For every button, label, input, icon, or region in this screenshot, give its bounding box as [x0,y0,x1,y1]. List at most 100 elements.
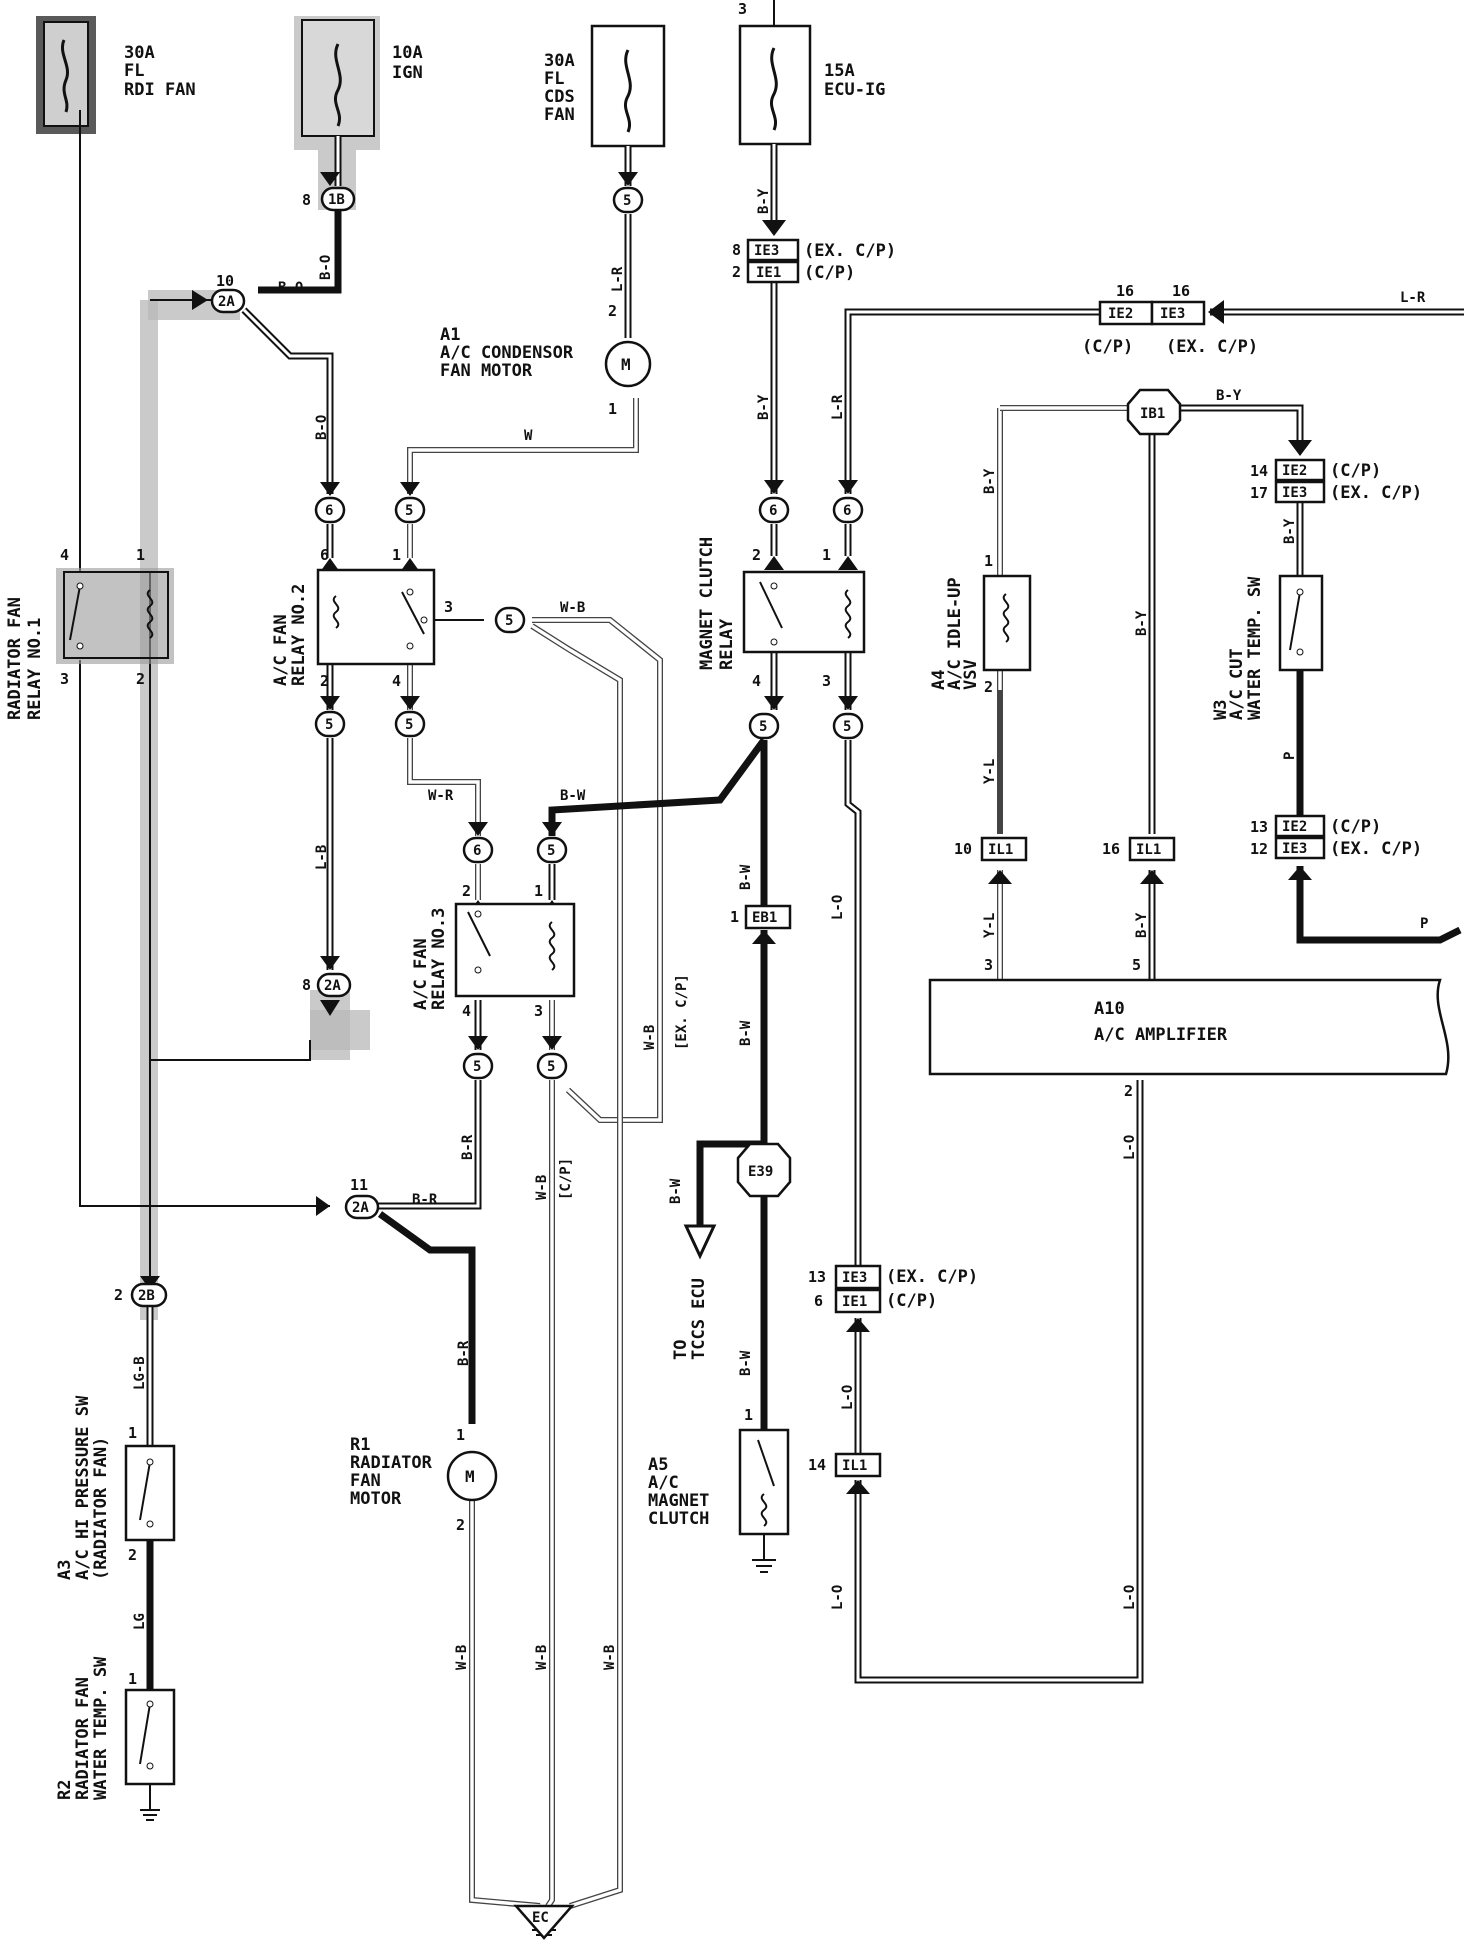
svg-text:(C/P): (C/P) [804,263,855,283]
svg-text:A/C CUT: A/C CUT [1227,648,1247,720]
svg-text:IE2: IE2 [1282,463,1307,479]
svg-text:B-W: B-W [738,1350,754,1376]
connector-il1-a: IL1 10 [954,836,1028,862]
fuse-rdi-fan: 30A FL RDI FAN [36,16,196,134]
svg-text:(C/P): (C/P) [1330,817,1381,837]
fuse-ign: 10A IGN [294,16,423,150]
svg-text:B-Y: B-Y [756,394,772,420]
svg-text:B-Y: B-Y [1282,518,1298,544]
svg-text:A/C IDLE-UP: A/C IDLE-UP [945,577,965,690]
svg-text:4: 4 [392,672,401,690]
connector-5-a1: 5 [612,186,644,214]
svg-text:(EX. C/P): (EX. C/P) [886,1267,978,1287]
svg-text:5: 5 [405,717,413,733]
svg-text:1: 1 [730,908,739,926]
svg-text:1: 1 [392,546,401,564]
svg-text:IB1: IB1 [1140,406,1165,422]
switch-r2: 1 R2 RADIATOR FAN WATER TEMP. SW [55,1656,176,1800]
svg-text:B-Y: B-Y [1134,610,1150,636]
svg-text:RELAY NO.3: RELAY NO.3 [429,908,449,1010]
svg-text:L-R: L-R [830,394,846,420]
svg-text:MOTOR: MOTOR [350,1489,402,1509]
svg-text:10A: 10A [392,43,423,63]
svg-text:P: P [1420,916,1428,932]
svg-text:6: 6 [473,843,481,859]
svg-text:P: P [1282,752,1298,760]
svg-text:5: 5 [405,503,413,519]
svg-text:IGN: IGN [392,63,423,83]
svg-text:2: 2 [752,546,761,564]
relay-magnet-clutch: 2 1 4 3 MAGNET CLUTCH RELAY [697,537,866,690]
svg-text:L-R: L-R [1400,290,1426,306]
connector-2a-top: 2A 10 [210,272,246,314]
connector-5-r2-1: 5 [394,496,426,524]
connector-5-mr-4: 5 [748,712,780,740]
svg-text:IE1: IE1 [756,265,781,281]
svg-text:3: 3 [444,598,453,616]
svg-text:IE3: IE3 [1282,841,1307,857]
junction-e39: E39 [736,1142,792,1198]
svg-text:5: 5 [759,719,767,735]
svg-text:B-Y: B-Y [1216,388,1242,404]
connector-eb1: EB1 1 [730,904,792,930]
vsv-a4: 1 2 A4 A/C IDLE-UP VSV [929,552,1032,696]
svg-text:2: 2 [320,672,329,690]
svg-text:IL1: IL1 [842,1458,867,1474]
svg-text:EB1: EB1 [752,910,777,926]
connector-5-r3-1: 5 [536,836,568,864]
svg-text:(EX. C/P): (EX. C/P) [1330,483,1422,503]
clutch-a5: 1 A5 A/C MAGNET CLUTCH [648,1406,790,1536]
svg-text:2: 2 [456,1516,465,1534]
svg-text:10: 10 [954,840,972,858]
svg-text:A10: A10 [1094,999,1125,1019]
connector-6-mr-1: 6 [832,496,864,524]
svg-text:IE2: IE2 [1282,819,1307,835]
fuse-ecu-ig: 15A ECU-IG 3 [738,0,885,146]
svg-text:1: 1 [984,552,993,570]
svg-text:2A: 2A [352,1200,369,1216]
svg-text:8: 8 [732,241,741,259]
svg-text:L-O: L-O [1122,1585,1138,1610]
arrow-heads [140,172,1312,1494]
svg-text:(EX. C/P): (EX. C/P) [1166,337,1258,357]
svg-text:1: 1 [534,882,543,900]
svg-text:FAN: FAN [544,105,575,125]
svg-text:A/C FAN: A/C FAN [271,614,291,686]
svg-text:RELAY NO.1: RELAY NO.1 [25,618,45,720]
svg-text:RELAY NO.2: RELAY NO.2 [289,584,309,686]
svg-text:1: 1 [136,546,145,564]
svg-text:2: 2 [114,1286,123,1304]
svg-text:B-R: B-R [412,1192,438,1208]
svg-text:L-O: L-O [840,1385,856,1410]
svg-text:A/C HI PRESSURE SW: A/C HI PRESSURE SW [73,1395,93,1580]
svg-text:14: 14 [1250,462,1268,480]
svg-text:A/C AMPLIFIER: A/C AMPLIFIER [1094,1025,1228,1045]
svg-text:EC: EC [532,1910,549,1926]
svg-text:16: 16 [1116,282,1134,300]
svg-text:IE2: IE2 [1108,306,1133,322]
svg-text:10: 10 [216,272,234,290]
svg-text:3: 3 [534,1002,543,1020]
svg-text:RADIATOR: RADIATOR [350,1453,433,1473]
svg-text:(C/P): (C/P) [1330,461,1381,481]
ground-symbols [140,1559,776,1936]
ground-ec: EC [513,1904,575,1940]
svg-text:CLUTCH: CLUTCH [648,1509,709,1529]
svg-text:4: 4 [752,672,761,690]
svg-text:L-R: L-R [610,266,626,292]
svg-text:6: 6 [843,503,851,519]
svg-text:A/C CONDENSOR: A/C CONDENSOR [440,343,574,363]
svg-text:B-W: B-W [560,788,586,804]
svg-text:WATER TEMP. SW: WATER TEMP. SW [1245,576,1265,720]
svg-text:2A: 2A [324,978,341,994]
svg-text:FAN MOTOR: FAN MOTOR [440,361,533,381]
switch-w3: W3 A/C CUT WATER TEMP. SW [1211,574,1324,720]
connector-6-mr-2: 6 [758,496,790,524]
svg-text:8: 8 [302,976,311,994]
svg-text:1: 1 [744,1406,753,1424]
svg-text:1: 1 [456,1426,465,1444]
svg-text:W-B: W-B [602,1645,618,1670]
svg-text:2: 2 [462,882,471,900]
svg-text:5: 5 [547,843,555,859]
svg-text:Y-L: Y-L [982,913,998,938]
